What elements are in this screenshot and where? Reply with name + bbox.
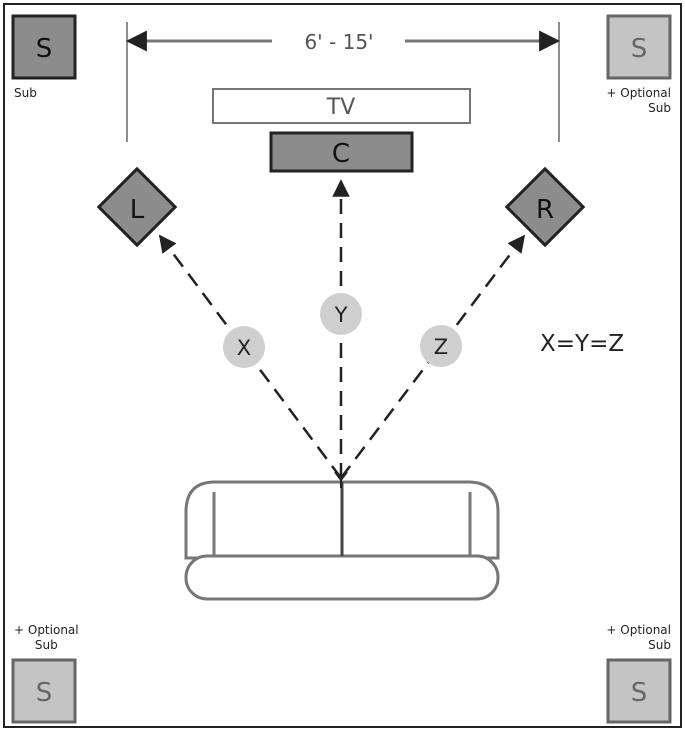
sofa-seat [184,554,500,601]
subwoofer-top-right-caption-line1: + Optional [606,86,671,100]
subwoofer-optional-bottom-left [11,658,77,724]
right-speaker [504,166,586,248]
right-speaker-label: R [536,195,554,225]
subwoofer-optional-top-right [606,14,672,80]
subwoofer-bottom-left-caption: + Optional Sub [14,623,79,653]
subwoofer-optional-bottom-right-letter: S [631,678,648,708]
subwoofer-main [11,14,77,80]
subwoofer-optional-top-right-letter: S [631,34,648,64]
distance-badge-z [420,325,462,367]
sofa [184,480,500,601]
subwoofer-optional-bottom-right [606,658,672,724]
distance-badge-z-label: Z [434,335,448,359]
equal-distance-equation: X=Y=Z [540,331,625,357]
listening-position-marker [334,471,348,488]
tv-screen [212,88,471,124]
subwoofer-top-right-caption-line2: Sub [648,101,671,115]
subwoofer-main-caption: Sub [14,86,37,100]
center-speaker-label: C [332,139,350,169]
distance-badge-y [320,293,362,335]
subwoofer-bottom-right-caption-line1: + Optional [606,623,671,637]
center-speaker [269,131,414,173]
subwoofer-top-right-caption: + Optional Sub [606,86,671,116]
subwoofer-bottom-right-caption: + Optional Sub [606,623,671,653]
left-speaker [96,166,178,248]
subwoofer-bottom-right-caption-line2: Sub [648,638,671,652]
subwoofer-main-letter: S [36,34,53,64]
distance-badge-x-label: X [237,336,251,360]
subwoofer-bottom-left-caption-line2: Sub [34,638,58,652]
subwoofer-bottom-left-caption-line1: + Optional [14,623,79,637]
tv-label: TV [326,95,356,120]
distance-label: 6' - 15' [304,30,373,54]
distance-badge-x [223,326,265,368]
left-speaker-label: L [130,195,145,225]
subwoofer-optional-bottom-left-letter: S [36,678,53,708]
distance-badge-y-label: Y [334,303,348,327]
